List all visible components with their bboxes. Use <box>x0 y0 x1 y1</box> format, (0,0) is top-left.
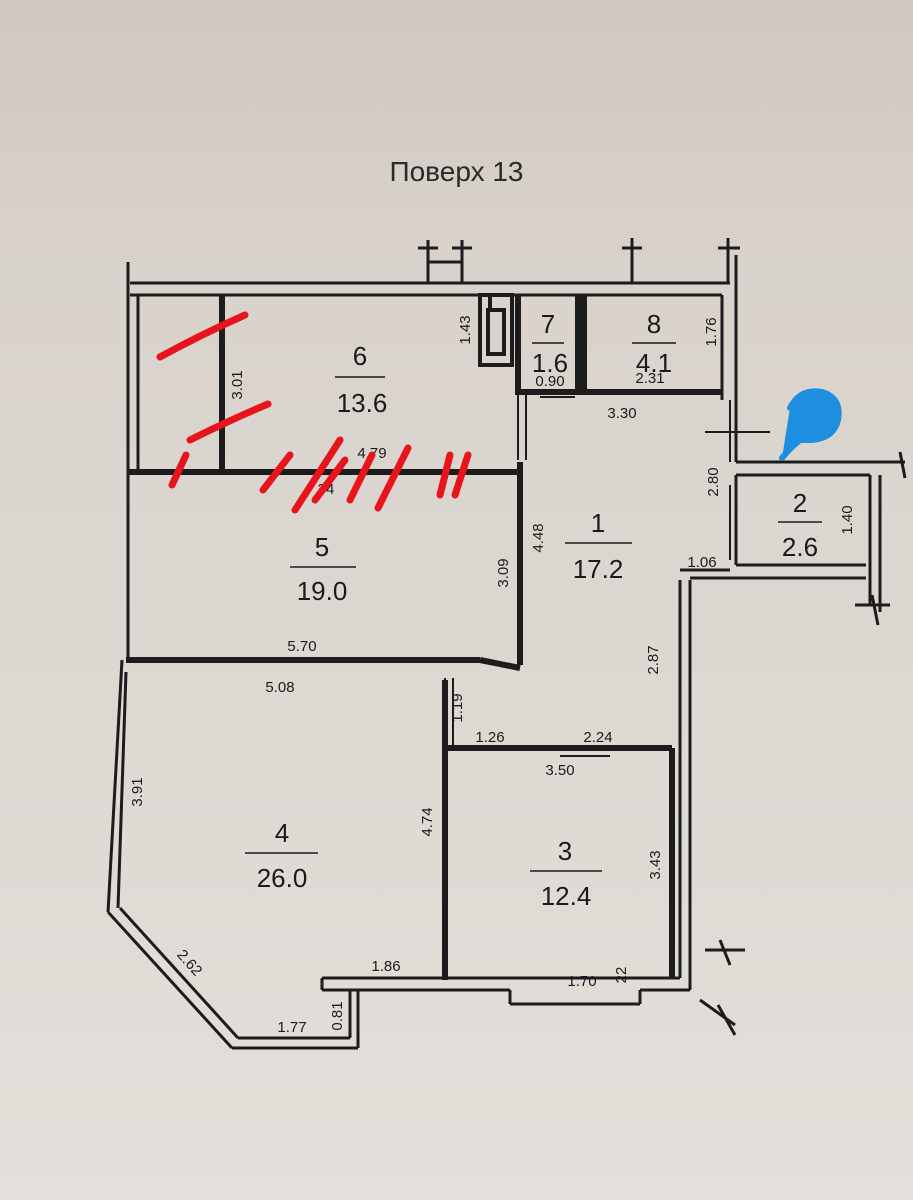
room-6-area: 13.6 <box>337 388 388 418</box>
dim-2-62: 2.62 <box>173 946 205 979</box>
outer-walls <box>106 255 900 1050</box>
room-2-number: 2 <box>793 488 807 518</box>
room-4-number: 4 <box>275 818 289 848</box>
room-7-area: 1.6 <box>532 348 568 378</box>
room-labels: 6 13.6 7 1.6 8 4.1 1 17.2 2 2.6 5 19.0 4… <box>245 309 822 911</box>
outside-markers <box>699 451 907 1036</box>
room-8-number: 8 <box>647 309 661 339</box>
dim-3-43: 3.43 <box>647 850 664 879</box>
room-5-number: 5 <box>315 532 329 562</box>
dim-1-19: 1.19 <box>449 693 466 722</box>
shaft <box>478 293 514 367</box>
room-1-area: 17.2 <box>573 554 624 584</box>
dim-2-80: 2.80 <box>705 467 722 496</box>
dim-3-30: 3.30 <box>607 405 636 422</box>
dim-1-70: 1.70 <box>567 973 596 990</box>
dim-1-86: 1.86 <box>371 958 400 975</box>
dim-0-81: 0.81 <box>329 1001 346 1030</box>
dim-1-43: 1.43 <box>457 315 474 344</box>
room-7-number: 7 <box>541 309 555 339</box>
interior-walls <box>126 295 722 980</box>
dim-2-31: 2.31 <box>635 370 664 387</box>
room-1-number: 1 <box>591 508 605 538</box>
dim-1-06: 1.06 <box>687 554 716 571</box>
dim-0-90: 0.90 <box>535 373 564 390</box>
floor-title: Поверх 13 <box>389 156 524 187</box>
dimension-labels: 1.43 3.01 4.79 34 1.76 0.90 2.31 3.30 2.… <box>129 315 856 1036</box>
dim-4-48: 4.48 <box>530 523 547 552</box>
room-3-number: 3 <box>558 836 572 866</box>
doors <box>444 395 770 757</box>
top-vents <box>418 238 740 283</box>
room-6-number: 6 <box>353 341 367 371</box>
dim-3-01: 3.01 <box>229 370 246 399</box>
dim-1-40: 1.40 <box>839 505 856 534</box>
dim-1-76: 1.76 <box>703 317 720 346</box>
room-8-area: 4.1 <box>636 348 672 378</box>
dim-3-91: 3.91 <box>129 777 146 806</box>
room-3-area: 12.4 <box>541 881 592 911</box>
dim-5-08: 5.08 <box>265 679 294 696</box>
dim-1-77: 1.77 <box>277 1019 306 1036</box>
dim-4-74: 4.74 <box>419 807 436 836</box>
dim-3-50: 3.50 <box>545 762 574 779</box>
dim-2-24: 2.24 <box>583 729 612 746</box>
red-annotation-marks <box>156 311 472 514</box>
dim-2-87: 2.87 <box>645 645 662 674</box>
room-4-area: 26.0 <box>257 863 308 893</box>
room-2-area: 2.6 <box>782 532 818 562</box>
dim-3-09: 3.09 <box>495 558 512 587</box>
dim-22: 22 <box>613 967 630 984</box>
dim-5-70: 5.70 <box>287 638 316 655</box>
room-5-area: 19.0 <box>297 576 348 606</box>
blue-annotation-mark <box>779 388 842 461</box>
dim-1-26: 1.26 <box>475 729 504 746</box>
